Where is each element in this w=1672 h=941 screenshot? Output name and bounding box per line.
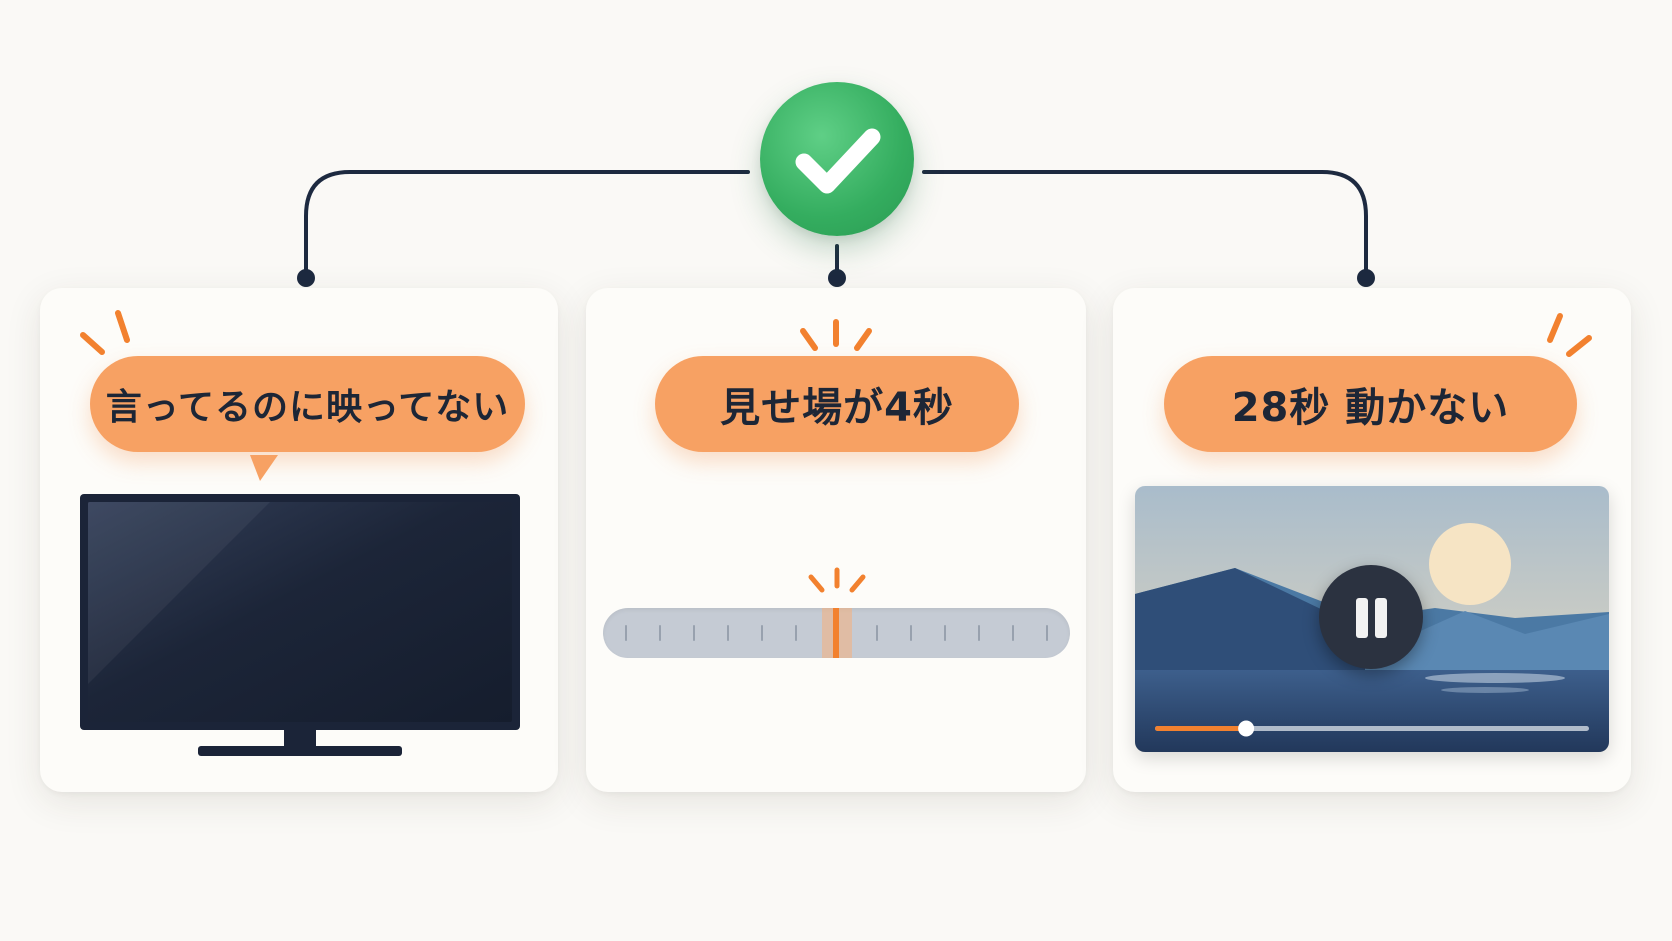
speech-bubble-not-shown: 言ってるのに映ってない — [90, 356, 525, 452]
speech-bubble-tail — [250, 455, 278, 481]
label-highlight-4s: 見せ場が4秒 — [655, 356, 1019, 452]
video-progress-fill — [1155, 726, 1247, 731]
pause-icon[interactable] — [1319, 565, 1423, 669]
connector-left — [304, 170, 750, 280]
video-progress-knob — [1238, 720, 1255, 737]
timeline-slider — [603, 604, 1070, 662]
video-progress-track — [1155, 726, 1589, 731]
connector-node-left — [297, 269, 315, 287]
tv-icon — [80, 494, 520, 760]
slider-ticks — [625, 625, 1048, 641]
connector-node-right — [1357, 269, 1375, 287]
connector-right — [922, 170, 1368, 280]
slider-marker — [833, 604, 839, 662]
label-28s-static: 28秒 動かない — [1164, 356, 1577, 452]
check-icon — [760, 82, 914, 236]
connector-node-center — [828, 269, 846, 287]
